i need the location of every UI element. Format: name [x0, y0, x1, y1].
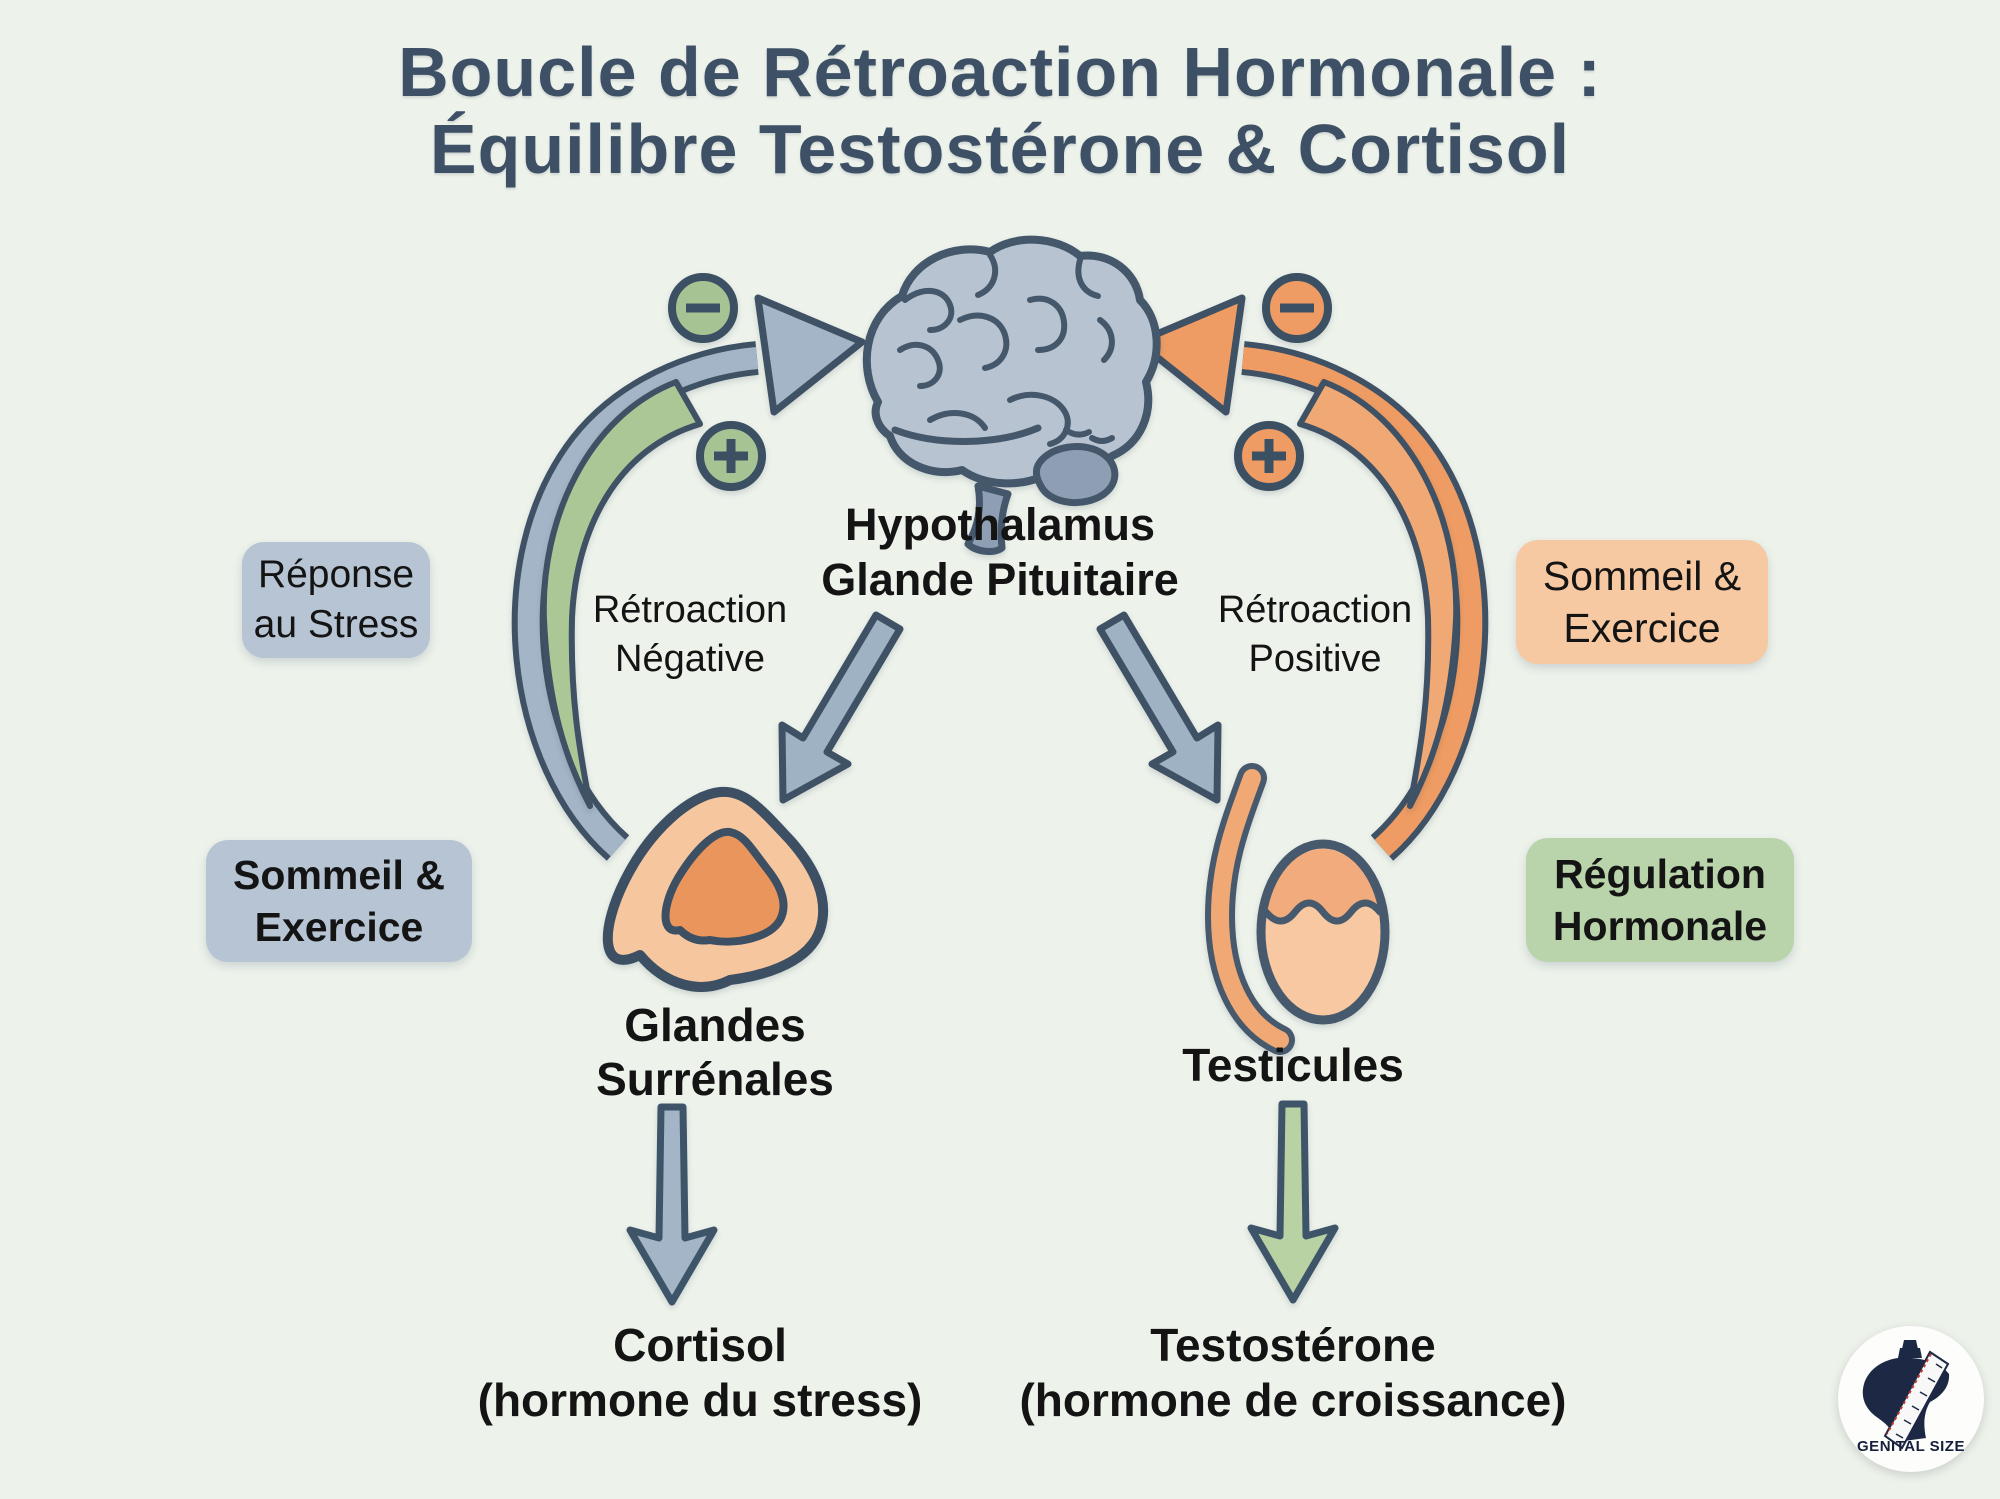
measuring-tape [1883, 1350, 1950, 1450]
stimulation-band-left [540, 379, 703, 809]
sleep-exercise-right-line2: Exercice [1563, 605, 1721, 651]
cortisol-line2: (hormone du stress) [477, 1374, 923, 1427]
positive-feedback-label: Rétroaction Positive [1155, 586, 1475, 683]
hypothalamus-label-line1: Hypothalamus [844, 499, 1156, 550]
sleep-exercise-right-box: Sommeil & Exercice [1516, 540, 1768, 664]
arrowhead-to-brain-right [1134, 294, 1246, 416]
hypothalamus-to-testes-arrow [1096, 611, 1222, 804]
sleep-exercise-left-line2: Exercice [254, 904, 424, 950]
adrenal-to-cortisol-arrow [626, 1103, 718, 1306]
cerebellum [1032, 443, 1119, 507]
minus-icon-right [1262, 273, 1332, 343]
brand-logo-text: GENITAL SIZE [1857, 1438, 1965, 1455]
testes-to-testosterone-arrow [1247, 1100, 1339, 1304]
hormonal-regulation-line1: Régulation [1554, 850, 1766, 897]
stress-response-line2: au Stress [253, 603, 419, 646]
negative-feedback-label: Rétroaction Négative [530, 586, 850, 683]
stress-response-box: Réponse au Stress [242, 542, 430, 658]
adrenal-inner [661, 827, 788, 946]
minus-icon-left [668, 273, 738, 343]
sleep-exercise-right-line1: Sommeil & [1542, 552, 1742, 599]
arrowhead-to-brain-left [754, 294, 866, 416]
negative-feedback-line2: Négative [615, 637, 765, 680]
page-title-line1: Boucle de Rétroaction Hormonale : [398, 33, 1602, 111]
hypothalamus-label-line2: Glande Pituitaire [821, 553, 1179, 605]
tape-ticks [1895, 1363, 1943, 1439]
adrenal-glands-line1: Glandes [624, 999, 806, 1051]
logo-torso-icon [1862, 1340, 1950, 1450]
testes-label: Testicules [1143, 1038, 1443, 1092]
adrenal-glands-label: Glandes Surrénales [565, 998, 865, 1107]
sleep-exercise-left-box: Sommeil & Exercice [206, 840, 472, 962]
adrenal-gland-illustration [602, 786, 829, 992]
cortisol-label: Cortisol (hormone du stress) [400, 1318, 1000, 1428]
epididymis-line [1262, 899, 1384, 925]
brand-logo: GENITAL SIZE [1838, 1326, 1984, 1472]
testosterone-line1: Testostérone [1150, 1319, 1436, 1371]
positive-feedback-line2: Positive [1248, 637, 1382, 680]
hypothalamus-label: Hypothalamus Glande Pituitaire [700, 498, 1300, 608]
testosterone-line2: (hormone de croissance) [1019, 1374, 1567, 1427]
hypothalamus-to-adrenal-arrow [778, 611, 904, 804]
page-title: Boucle de Rétroaction Hormonale : Équili… [0, 34, 2000, 188]
cortisol-line1: Cortisol [613, 1319, 787, 1371]
brainstem [964, 482, 1012, 555]
negative-feedback-line1: Rétroaction [592, 589, 788, 631]
page-title-line2: Équilibre Testostérone & Cortisol [429, 110, 1571, 188]
brain-gyri [891, 252, 1115, 447]
adrenal-glands-line2: Surrénales [596, 1053, 834, 1106]
positive-feedback-line1: Rétroaction [1217, 589, 1413, 631]
testes-label-text: Testicules [1182, 1039, 1404, 1091]
brain-illustration [862, 235, 1161, 555]
hormonal-regulation-line2: Hormonale [1552, 903, 1768, 949]
positive-feedback-arrow-right [1134, 294, 1489, 861]
brain-outline [862, 235, 1161, 488]
stress-response-line1: Réponse [257, 553, 415, 597]
plus-icon-left [696, 421, 766, 491]
plus-icon-right [1234, 421, 1304, 491]
sleep-exercise-left-line1: Sommeil & [233, 851, 445, 898]
hormonal-regulation-box: Régulation Hormonale [1526, 838, 1794, 962]
testosterone-label: Testostérone (hormone de croissance) [993, 1318, 1593, 1428]
testis-illustration [1204, 763, 1390, 1055]
epididymis-cap [1263, 849, 1383, 920]
stimulation-band-right [1297, 379, 1460, 809]
negative-feedback-arrow-left [511, 294, 866, 861]
